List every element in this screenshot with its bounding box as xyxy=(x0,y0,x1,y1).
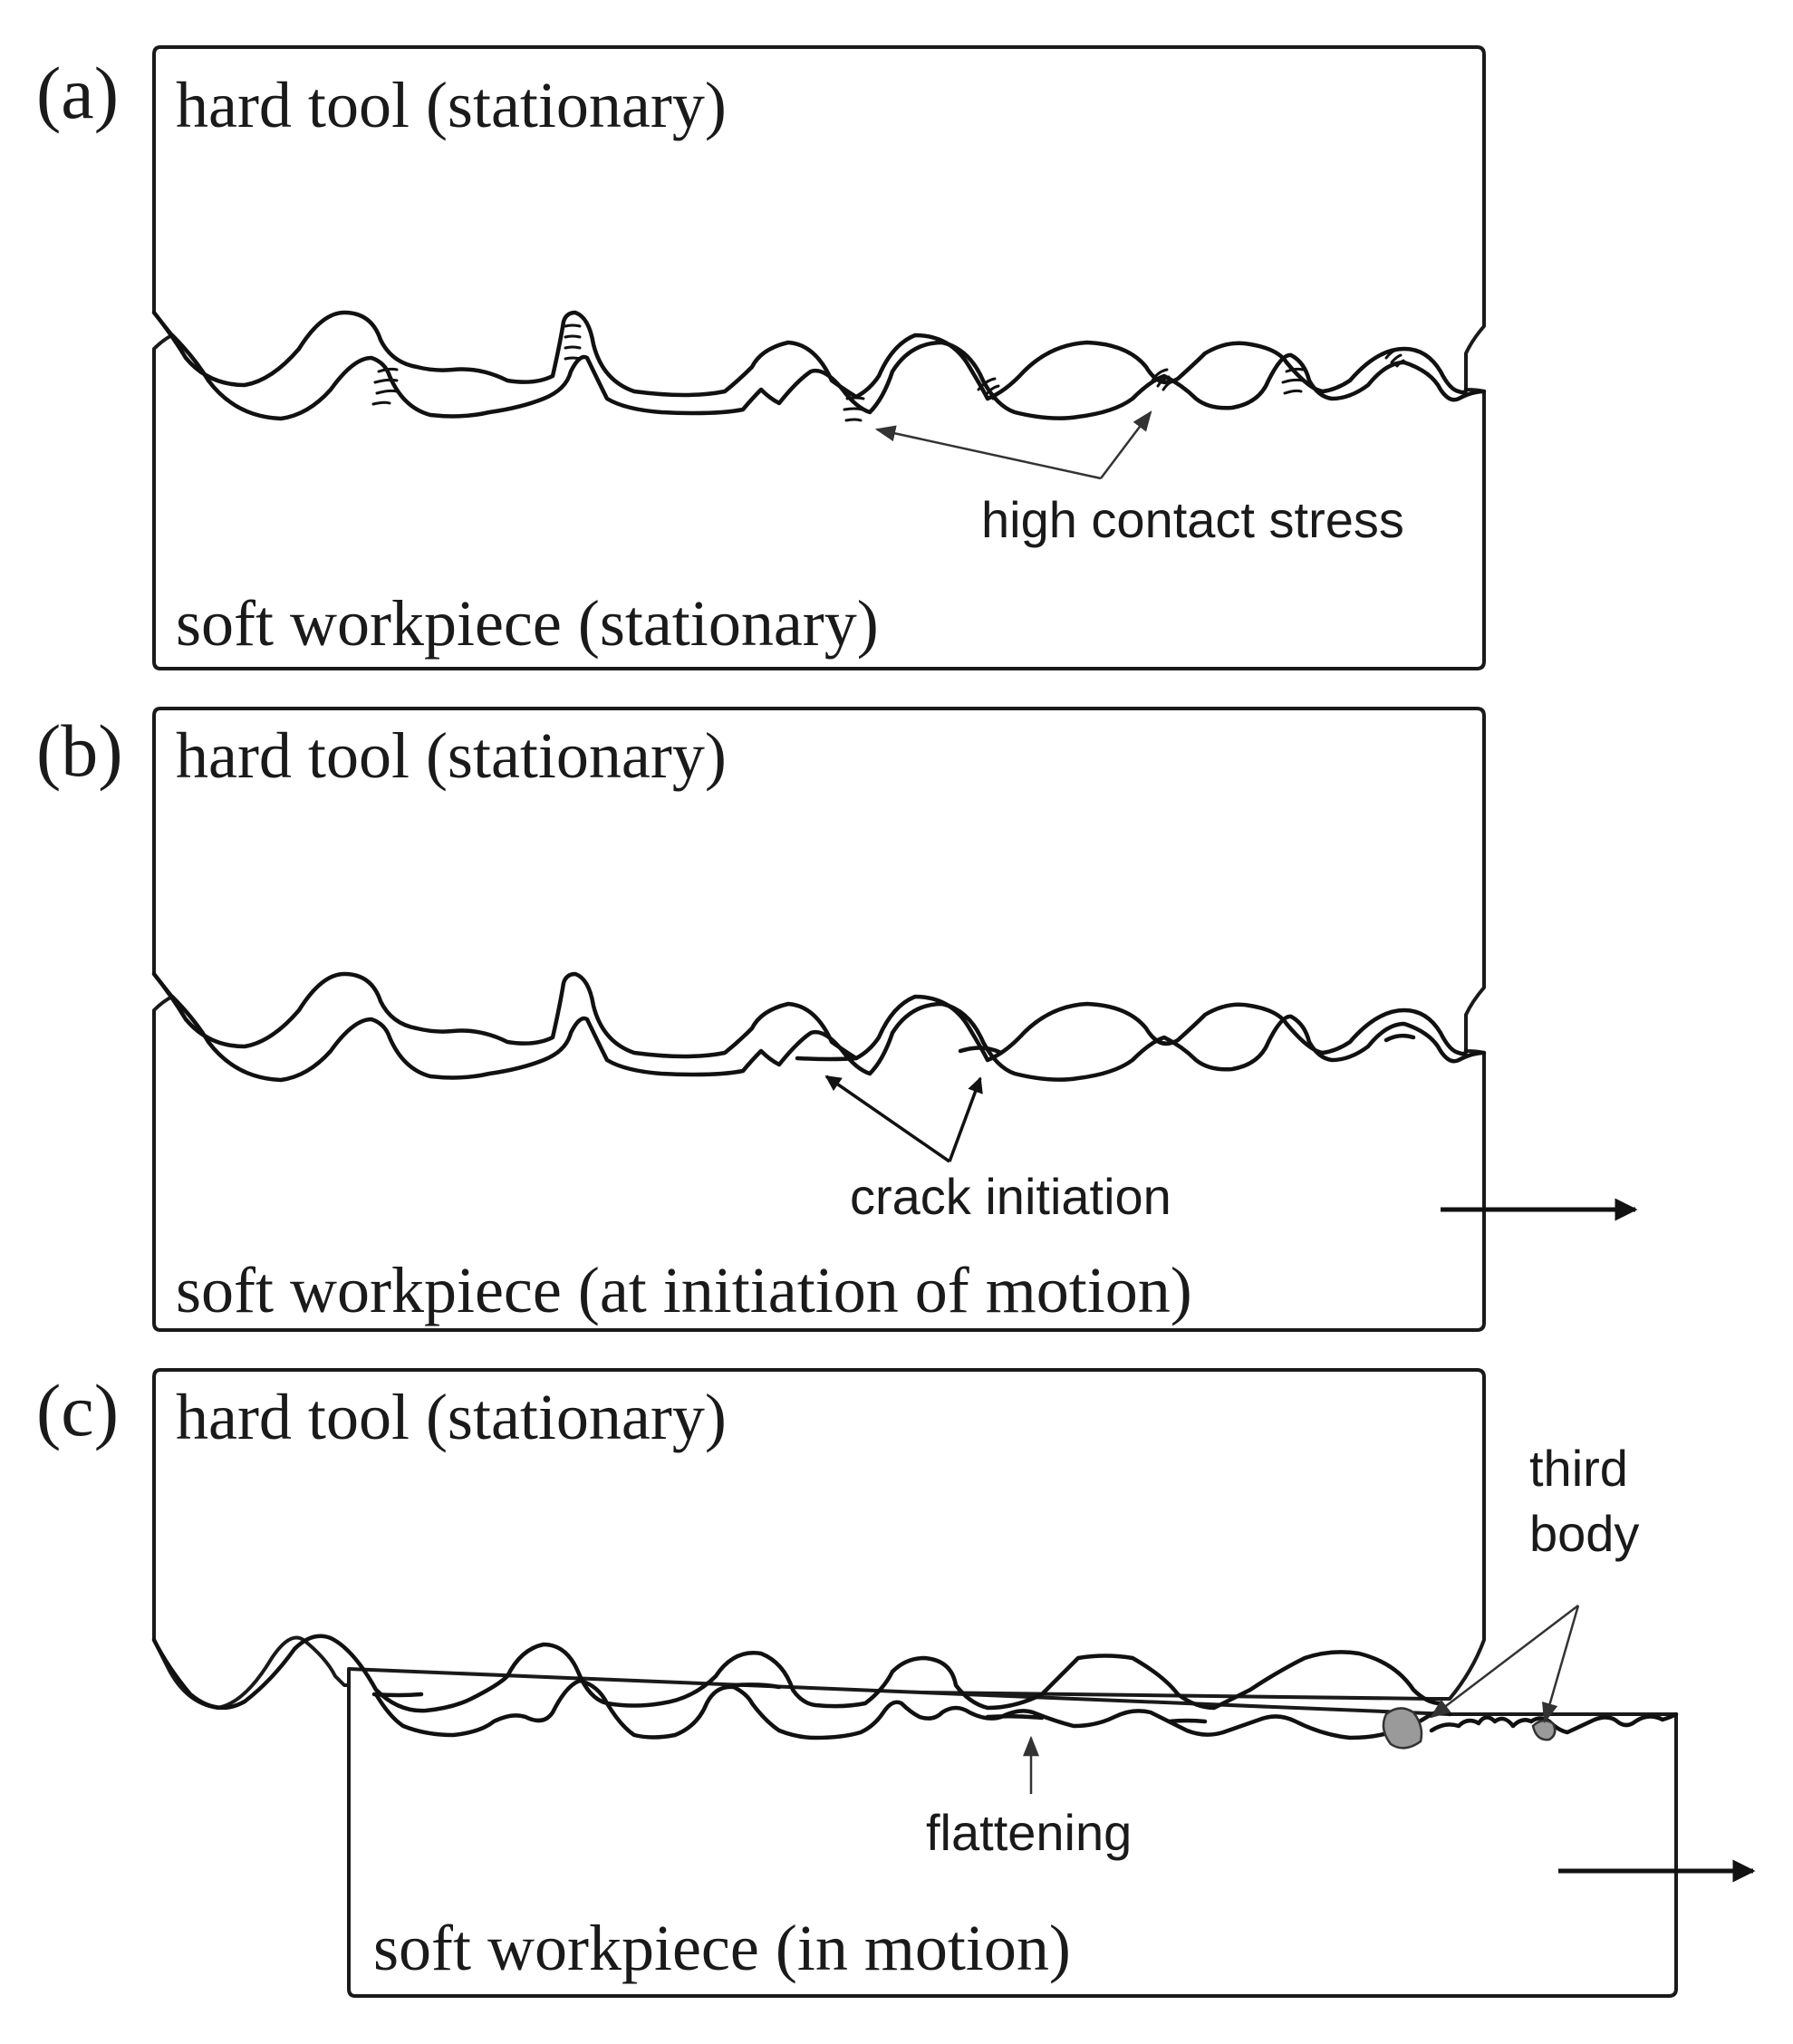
panel-a-tool-label: hard tool (stationary) xyxy=(176,69,727,141)
panel-c-tool-label: hard tool (stationary) xyxy=(176,1381,727,1453)
panel-c: (c) hard tool (stationary) third body fl… xyxy=(36,1368,1756,1998)
panel-c-third-body-pointers xyxy=(1430,1605,1580,1724)
panel-c-workpiece-label: soft workpiece (in motion) xyxy=(373,1912,1071,1984)
panel-c-tool-outline xyxy=(152,1368,1486,1710)
panel-a-letter: (a) xyxy=(36,52,119,134)
panel-c-annotation-flattening: flattening xyxy=(926,1804,1132,1861)
panel-a: (a) hard tool (stationary) high contact … xyxy=(36,45,1487,670)
panel-c-workpiece-surface xyxy=(373,1678,1452,1740)
panel-b-workpiece-label: soft workpiece (at initiation of motion) xyxy=(176,1254,1192,1326)
panel-a-stress-pointers xyxy=(874,410,1152,480)
panel-a-annotation-stress: high contact stress xyxy=(981,491,1404,548)
panel-c-letter: (c) xyxy=(36,1369,119,1451)
panel-b-workpiece-surface xyxy=(169,994,1487,1083)
panel-b-tool-label: hard tool (stationary) xyxy=(176,719,727,792)
panel-a-stress-marks xyxy=(371,323,1405,422)
panel-c-annotation-third: third xyxy=(1529,1440,1628,1497)
panel-c-third-body-particles xyxy=(1382,1707,1557,1750)
panel-a-workpiece-surface xyxy=(169,333,1487,421)
panel-b-letter: (b) xyxy=(36,709,123,792)
panel-a-workpiece-label: soft workpiece (stationary) xyxy=(176,587,879,660)
panel-b-cracks xyxy=(795,1033,1416,1062)
panel-b-annotation-crack: crack initiation xyxy=(850,1168,1171,1225)
panel-c-workpiece-outline xyxy=(347,1667,1678,1998)
panel-c-annotation-body: body xyxy=(1529,1505,1639,1562)
panel-b-crack-pointers xyxy=(824,1075,983,1163)
panel-c-flattening-marks xyxy=(371,1682,1208,1724)
panel-c-tool-surface xyxy=(151,1634,1443,1713)
panel-b: (b) hard tool (stationary) crack initiat… xyxy=(36,707,1638,1332)
